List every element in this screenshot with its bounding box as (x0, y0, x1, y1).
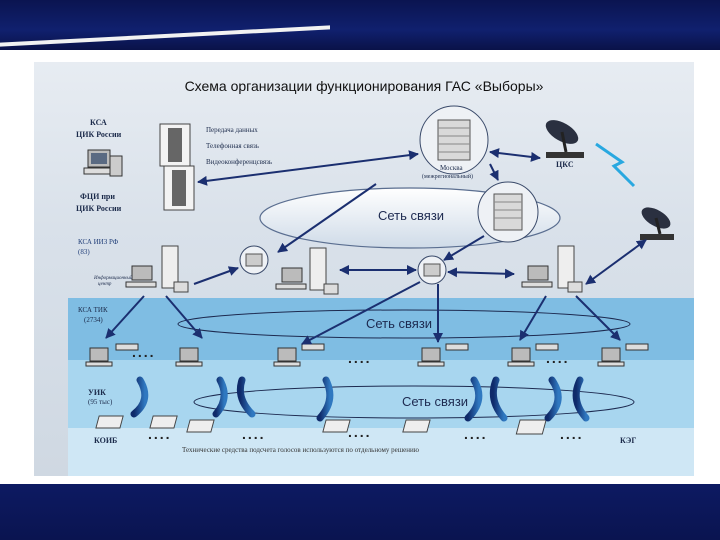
lane-uik (68, 428, 694, 476)
footer-note: Технические средства подсчета голосов ис… (182, 446, 419, 454)
fci-cik-label-line2: ЦИК России (76, 204, 122, 213)
slide-bottom-band (0, 484, 720, 540)
diagram-title: Схема организации функционирования ГАС «… (184, 78, 544, 94)
network-ellipse-middle (177, 309, 631, 339)
connection-arrows (105, 148, 647, 345)
cks-label: ЦКС (556, 160, 574, 169)
satellite-dish-icon-regional (640, 207, 674, 240)
ksa-iiz-workstation-left (125, 245, 189, 293)
network-label-top: Сеть связи (378, 208, 445, 223)
moscow-server-node (419, 105, 489, 175)
service-data-transfer: Передача данных (206, 126, 258, 134)
network-label-bottom: Сеть связи (402, 394, 469, 409)
ksa-cik-servers (159, 123, 195, 211)
ksa-tik-count: (2734) (84, 316, 103, 324)
ksa-iiz-label: КСА ИИЗ РФ (78, 238, 119, 246)
fci-cik-label-line1: ФЦИ при (80, 192, 115, 201)
keg-label: КЭГ (620, 436, 637, 445)
moscow-node-sublabel: (межрегиональный) (422, 174, 474, 180)
ellipsis-tik-1: .... (132, 344, 156, 360)
network-label-middle: Сеть связи (366, 316, 433, 331)
ellipsis-uik-2: .... (242, 426, 266, 442)
uik-label: УИК (88, 388, 106, 397)
ksa-iiz-workstation-center (275, 247, 339, 295)
regional-server-node (477, 181, 539, 243)
ellipsis-tik-3: .... (546, 350, 570, 366)
ksa-iiz-count: (83) (78, 248, 90, 256)
ksa-iiz-workstation-right (521, 245, 583, 293)
top-band-stripe (0, 25, 330, 47)
ellipsis-uik-5: .... (560, 426, 584, 442)
moscow-node-label: Москва (440, 164, 463, 172)
ksa-cik-label-line1: КСА (90, 118, 107, 127)
ellipsis-uik-3: .... (348, 424, 372, 440)
info-center-label-line2: центр (98, 282, 112, 287)
network-ellipse-bottom (193, 385, 635, 419)
ellipsis-tik-2: .... (348, 350, 372, 366)
satellite-dish-icon-cks (545, 120, 584, 158)
ksa-cik-label-line2: ЦИК России (76, 130, 122, 139)
uik-count: (95 тыс) (88, 398, 113, 406)
uik-ballot-scanners (95, 415, 547, 435)
service-telephony: Телефонная связь (206, 142, 259, 150)
lightning-link-icon (595, 142, 636, 188)
diagram-graphics (83, 105, 674, 435)
service-video-conference: Видеоконференцсвязь (206, 158, 273, 166)
diagram-panel: Схема организации функционирования ГАС «… (34, 62, 694, 476)
ksa-cik-computer-icon (83, 149, 123, 177)
ellipsis-uik-4: .... (464, 426, 488, 442)
info-center-label-line1: Информационный (94, 276, 133, 281)
ellipsis-uik-1: .... (148, 426, 172, 442)
slide-top-band (0, 0, 720, 50)
ksa-tik-label: КСА ТИК (78, 306, 108, 314)
koib-label: КОИБ (94, 436, 118, 445)
ksa-tik-computers (85, 343, 649, 367)
uik-uplink-arrows (130, 376, 590, 422)
